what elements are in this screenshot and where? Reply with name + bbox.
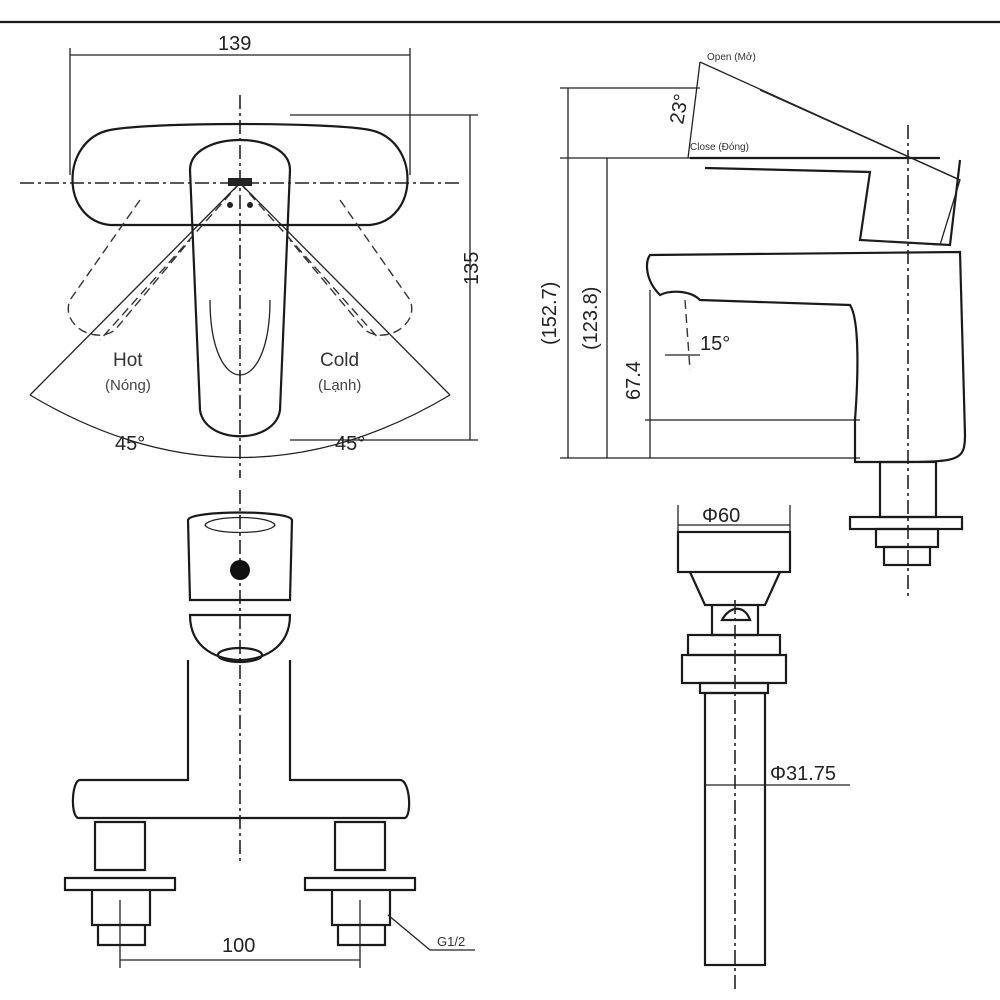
cold-angle: 45° xyxy=(335,433,365,455)
center-distance: 100 xyxy=(222,935,255,957)
spout-height: 67.4 xyxy=(623,361,645,400)
cold-label-vn: (Lạnh) xyxy=(318,377,361,394)
side-view: (152.7) (123.8) 67.4 23° Open (Mở) Close… xyxy=(539,51,967,600)
handle-angle: 23° xyxy=(666,92,693,126)
pipe-diameter: Φ31.75 xyxy=(770,763,836,785)
front-view: 100 G1/2 xyxy=(63,490,475,968)
width-dimension: 139 xyxy=(218,33,251,55)
close-label: Close (Đóng) xyxy=(690,142,749,153)
spout-angle: 15° xyxy=(700,333,730,355)
hot-label-vn: (Nóng) xyxy=(105,377,151,394)
open-label: Open (Mở) xyxy=(707,51,756,63)
drain-view: Φ60 Φ31.75 xyxy=(676,505,850,990)
total-height: (152.7) xyxy=(539,282,561,345)
thread-label: G1/2 xyxy=(437,934,465,949)
hot-label: Hot xyxy=(113,350,143,371)
height-dimension: 135 xyxy=(461,252,483,285)
top-diameter: Φ60 xyxy=(702,505,740,527)
cold-label: Cold xyxy=(320,350,359,371)
handle-height: (123.8) xyxy=(580,287,602,350)
top-view: 139 135 Hot (Nóng) Cold (Lạnh) 45° 45° xyxy=(20,33,483,478)
hot-angle: 45° xyxy=(115,433,145,455)
